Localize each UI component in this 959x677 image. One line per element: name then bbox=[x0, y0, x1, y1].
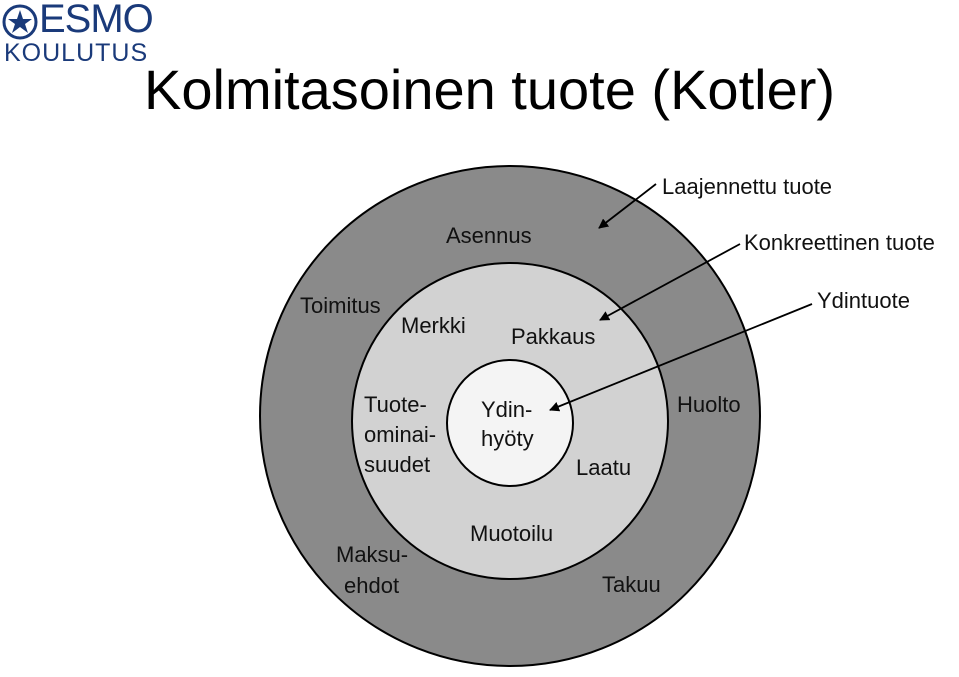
callout-konkreettinen-tuote: Konkreettinen tuote bbox=[744, 230, 935, 255]
label-toimitus: Toimitus bbox=[300, 293, 381, 318]
label-muotoilu: Muotoilu bbox=[470, 521, 553, 546]
arrow-konkreettinen-tuote bbox=[599, 243, 741, 321]
label-maksuehdot-line1: Maksu- bbox=[336, 542, 408, 567]
callout-ydintuote: Ydintuote bbox=[817, 288, 910, 313]
label-tuoteominaisuudet-line2: ominai- bbox=[364, 422, 436, 447]
label-tuoteominaisuudet-line3: suudet bbox=[364, 452, 430, 477]
label-asennus: Asennus bbox=[446, 223, 532, 248]
inner-circle-core-product bbox=[446, 359, 574, 487]
esmo-logo: ESMO KOULUTUS bbox=[2, 0, 172, 68]
label-ydinhyoty-line1: Ydin- bbox=[481, 397, 532, 422]
label-pakkaus: Pakkaus bbox=[511, 324, 595, 349]
arrow-laajennettu-tuote bbox=[598, 183, 657, 229]
label-takuu: Takuu bbox=[602, 572, 661, 597]
label-tuoteominaisuudet-line1: Tuote- bbox=[364, 392, 427, 417]
star-icon bbox=[2, 4, 38, 40]
arrow-ydintuote bbox=[549, 303, 813, 412]
label-merkki: Merkki bbox=[401, 313, 466, 338]
label-ydinhyoty-line2: hyöty bbox=[481, 426, 534, 451]
page-title: Kolmitasoinen tuote (Kotler) bbox=[144, 58, 836, 121]
label-maksuehdot-line2: ehdot bbox=[344, 573, 399, 598]
label-laatu: Laatu bbox=[576, 455, 631, 480]
logo-subtitle: KOULUTUS bbox=[4, 39, 149, 67]
label-huolto: Huolto bbox=[677, 392, 741, 417]
callout-laajennettu-tuote: Laajennettu tuote bbox=[662, 174, 832, 199]
logo-name: ESMO bbox=[39, 0, 154, 41]
